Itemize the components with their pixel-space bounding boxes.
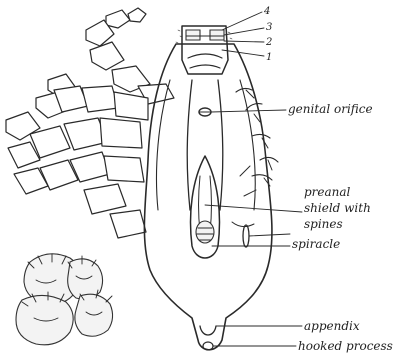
- mouthpart-label-2: 2: [265, 37, 272, 48]
- mouthpart-label-4: 4: [263, 6, 270, 17]
- leg-claw-clusters: [16, 254, 113, 345]
- leg-iv: [14, 152, 146, 238]
- label-appendix: appendix: [304, 319, 360, 333]
- mouthpart-label-1: 1: [266, 52, 272, 63]
- label-genital-orifice: genital orifice: [288, 102, 373, 116]
- leader-lines: [205, 12, 302, 346]
- mouthpart-number-labels: 4 3 2 1: [263, 6, 272, 63]
- label-preanal-line-2: shield with: [304, 201, 371, 215]
- label-preanal-line-1: preanal: [304, 185, 351, 199]
- label-preanal-line-3: spines: [304, 217, 343, 231]
- mouthpart-label-3: 3: [266, 22, 272, 33]
- label-spiracle: spiracle: [292, 237, 340, 251]
- label-preanal-shield: preanal shield with spines: [304, 185, 371, 231]
- label-hooked-process: hooked process: [298, 339, 393, 353]
- mite-body: [144, 26, 272, 350]
